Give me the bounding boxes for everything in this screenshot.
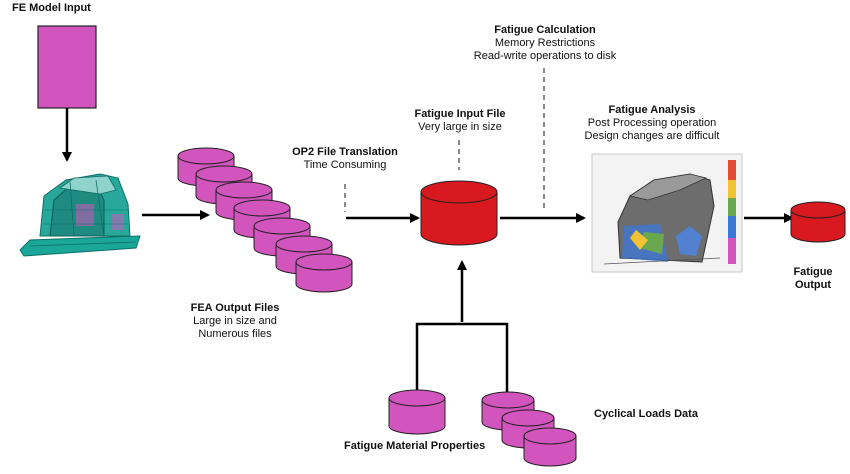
fatigue-calc-label: Fatigue Calculation Memory Restrictions … [460, 24, 630, 63]
material-props-cylinder [388, 389, 446, 435]
fatigue-input-label: Fatigue Input File Very large in size [390, 108, 530, 134]
fea-output-desc: Large in size and Numerous files [193, 315, 277, 340]
fatigue-analysis-desc2: Design changes are difficult [584, 130, 720, 142]
fe-model-input-label: FE Model Input [12, 2, 91, 14]
cyclical-loads-cylinder [481, 391, 535, 431]
fea-output-label: FEA Output Files Large in size and Numer… [170, 302, 300, 341]
fatigue-analysis-desc1: Post Processing operation [587, 117, 717, 129]
fatigue-calc-title: Fatigue Calculation [494, 24, 596, 36]
fatigue-calc-desc2: Read-write operations to disk [473, 50, 617, 62]
red-database-icon [790, 201, 846, 243]
op2-label: OP2 File Translation Time Consuming [270, 146, 420, 172]
fatigue-input-file-cylinder [420, 180, 498, 246]
fatigue-output-line1: Fatigue [793, 266, 833, 278]
input-data-cylinders [388, 389, 577, 467]
tree-branches [415, 322, 509, 392]
fea-file-cylinder [295, 253, 353, 293]
fea-output-files-stack [177, 147, 353, 293]
op2-title: OP2 File Translation [292, 146, 398, 158]
cyclical-loads-label: Cyclical Loads Data [594, 408, 698, 420]
fatigue-output-line2: Output [794, 279, 832, 291]
fatigue-input-desc: Very large in size [418, 121, 502, 133]
fatigue-analysis-title: Fatigue Analysis [608, 104, 696, 116]
fatigue-input-title: Fatigue Input File [414, 108, 506, 120]
fatigue-analysis-label: Fatigue Analysis Post Processing operati… [572, 104, 732, 143]
op2-desc: Time Consuming [303, 159, 387, 171]
fe-cab-model-icon [19, 173, 141, 257]
fatigue-analysis-plot-icon [591, 153, 743, 273]
fea-output-title: FEA Output Files [190, 302, 280, 314]
material-props-label: Fatigue Material Properties [344, 440, 486, 452]
fatigue-calc-desc1: Memory Restrictions [494, 37, 596, 49]
fatigue-output-cylinder [790, 201, 846, 243]
fe-model-input-box [37, 25, 97, 109]
cyclical-loads-cylinder [523, 427, 577, 467]
red-database-icon [420, 180, 498, 246]
fatigue-output-label: Fatigue Output [780, 266, 846, 292]
